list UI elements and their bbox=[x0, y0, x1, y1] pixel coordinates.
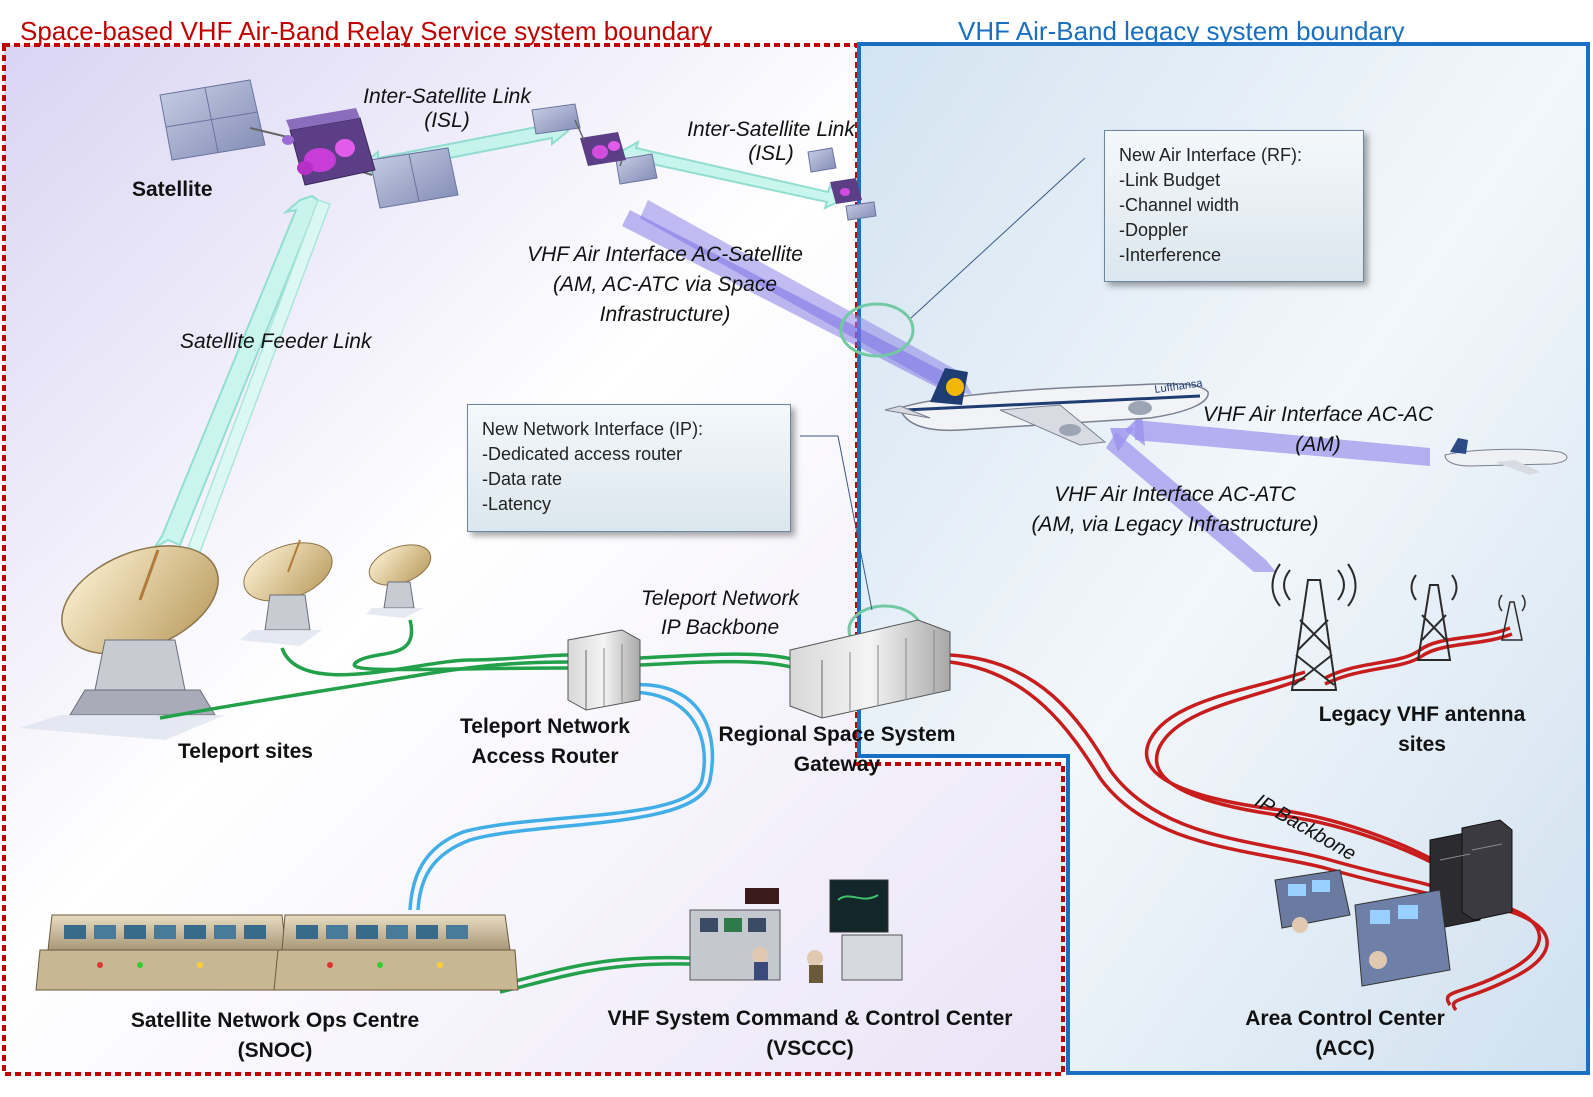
snoc-label: Satellite Network Ops Centre (SNOC) bbox=[100, 1006, 450, 1066]
vhf-ac-satellite-line2: (AM, AC-ATC via Space bbox=[552, 273, 778, 296]
air-interface-item: -Doppler bbox=[1119, 220, 1189, 240]
regional-gateway-servers bbox=[789, 619, 951, 719]
vhf-ac-ac-label: VHF Air Interface AC-AC (AM) bbox=[1188, 400, 1448, 460]
gateway-line1: Regional Space System bbox=[718, 723, 956, 746]
access-router-line1: Teleport Network bbox=[460, 715, 630, 738]
legacy-ip-cables bbox=[949, 626, 1549, 1012]
teleport-dish-large bbox=[20, 545, 225, 740]
network-interface-callout: New Network Interface (IP): -Dedicated a… bbox=[467, 404, 791, 532]
legacy-antenna-label: Legacy VHF antenna sites bbox=[1312, 700, 1532, 760]
teleport-access-router bbox=[567, 629, 641, 711]
feeder-link-label: Satellite Feeder Link bbox=[180, 330, 372, 353]
legacy-boundary-border bbox=[857, 42, 1590, 1075]
vhf-ac-atc-label: VHF Air Interface AC-ATC (AM, via Legacy… bbox=[1010, 480, 1340, 540]
vhf-tower-small bbox=[1498, 594, 1526, 641]
network-interface-item: -Latency bbox=[482, 494, 552, 514]
vhf-ac-satellite-line1: VHF Air Interface AC-Satellite bbox=[527, 243, 803, 266]
satellite-main bbox=[159, 79, 459, 209]
satellite-label: Satellite bbox=[132, 178, 213, 201]
snoc-line2: (SNOC) bbox=[237, 1039, 313, 1062]
snoc-console-right bbox=[273, 914, 519, 991]
vhf-ac-ac-beam bbox=[1125, 414, 1430, 466]
teleport-network-line1: Teleport Network bbox=[641, 587, 799, 610]
acc-line1: Area Control Center bbox=[1245, 1007, 1445, 1030]
isl-label-1-line1: Inter-Satellite Link bbox=[363, 85, 531, 108]
air-interface-highlight bbox=[839, 302, 915, 358]
teleport-network-label: Teleport Network IP Backbone bbox=[620, 584, 820, 642]
isl-link-2 bbox=[618, 139, 844, 210]
legacy-boundary-title: VHF Air-Band legacy system boundary bbox=[958, 16, 1405, 46]
access-router-label: Teleport Network Access Router bbox=[440, 712, 650, 772]
air-interface-item: -Link Budget bbox=[1119, 170, 1221, 190]
vhf-ac-atc-line2: (AM, via Legacy Infrastructure) bbox=[1031, 513, 1319, 536]
vhf-ac-satellite-line3: Infrastructure) bbox=[599, 303, 731, 326]
legacy-antenna-line1: Legacy VHF antenna bbox=[1318, 703, 1526, 726]
vhf-ac-satellite-beam bbox=[622, 200, 972, 394]
gateway-label: Regional Space System Gateway bbox=[712, 720, 962, 780]
isl-label-2-line2: (ISL) bbox=[748, 142, 794, 165]
teleport-sites-label: Teleport sites bbox=[178, 740, 313, 763]
air-interface-callout: New Air Interface (RF): -Link Budget -Ch… bbox=[1104, 130, 1364, 282]
legacy-antenna-line2: sites bbox=[1398, 733, 1446, 756]
snoc-line1: Satellite Network Ops Centre bbox=[130, 1009, 420, 1032]
teleport-dish-medium bbox=[240, 539, 333, 646]
gateway-line2: Gateway bbox=[793, 753, 881, 776]
teleport-network-cables bbox=[159, 619, 796, 994]
vsccc-label: VHF System Command & Control Center (VSC… bbox=[600, 1004, 1020, 1064]
vhf-tower-large bbox=[1271, 563, 1357, 691]
satellite-middle bbox=[531, 103, 658, 185]
network-interface-callout-title: New Network Interface (IP): bbox=[482, 419, 704, 439]
legacy-boundary-area bbox=[859, 44, 1588, 1073]
vsccc-line2: (VSCCC) bbox=[766, 1037, 854, 1060]
acc-label: Area Control Center (ACC) bbox=[1225, 1004, 1465, 1064]
network-interface-item: -Data rate bbox=[482, 469, 563, 489]
network-interface-item: -Dedicated access router bbox=[482, 444, 683, 464]
teleport-network-line2: IP Backbone bbox=[660, 616, 780, 639]
access-router-line2: Access Router bbox=[471, 745, 619, 768]
vhf-ac-ac-line1: VHF Air Interface AC-AC bbox=[1202, 403, 1434, 426]
vhf-ac-atc-line1: VHF Air Interface AC-ATC bbox=[1054, 483, 1296, 506]
air-interface-callout-title: New Air Interface (RF): bbox=[1119, 145, 1303, 165]
air-callout-leader bbox=[910, 157, 1086, 319]
isl-label-2: Inter-Satellite Link (ISL) bbox=[676, 118, 866, 166]
vhf-ac-satellite-label: VHF Air Interface AC-Satellite (AM, AC-A… bbox=[500, 240, 830, 330]
vhf-tower-medium bbox=[1410, 574, 1458, 661]
isl-label-1: Inter-Satellite Link (ISL) bbox=[352, 85, 542, 133]
acc-servers bbox=[1429, 819, 1513, 929]
acc-line2: (ACC) bbox=[1315, 1037, 1375, 1060]
vsccc-control-room bbox=[689, 879, 903, 983]
vhf-ac-ac-line2: (AM) bbox=[1295, 433, 1341, 456]
snoc-link-cables bbox=[408, 683, 715, 911]
vsccc-line1: VHF System Command & Control Center bbox=[607, 1007, 1013, 1030]
isl-label-1-line2: (ISL) bbox=[424, 109, 470, 132]
network-callout-leader-2 bbox=[837, 435, 873, 611]
space-boundary-title: Space-based VHF Air-Band Relay Service s… bbox=[20, 16, 713, 46]
aircraft-distant bbox=[1444, 438, 1568, 475]
acc-consoles bbox=[1274, 869, 1451, 987]
satellite-right bbox=[807, 147, 877, 221]
snoc-console-left bbox=[35, 914, 297, 991]
isl-label-2-line1: Inter-Satellite Link bbox=[687, 118, 855, 141]
air-interface-item: -Interference bbox=[1119, 245, 1222, 265]
aircraft-main: Lufthansa bbox=[884, 368, 1209, 446]
vhf-ac-atc-beam bbox=[1106, 428, 1276, 572]
air-interface-item: -Channel width bbox=[1119, 195, 1240, 215]
teleport-dish-small bbox=[366, 544, 432, 618]
